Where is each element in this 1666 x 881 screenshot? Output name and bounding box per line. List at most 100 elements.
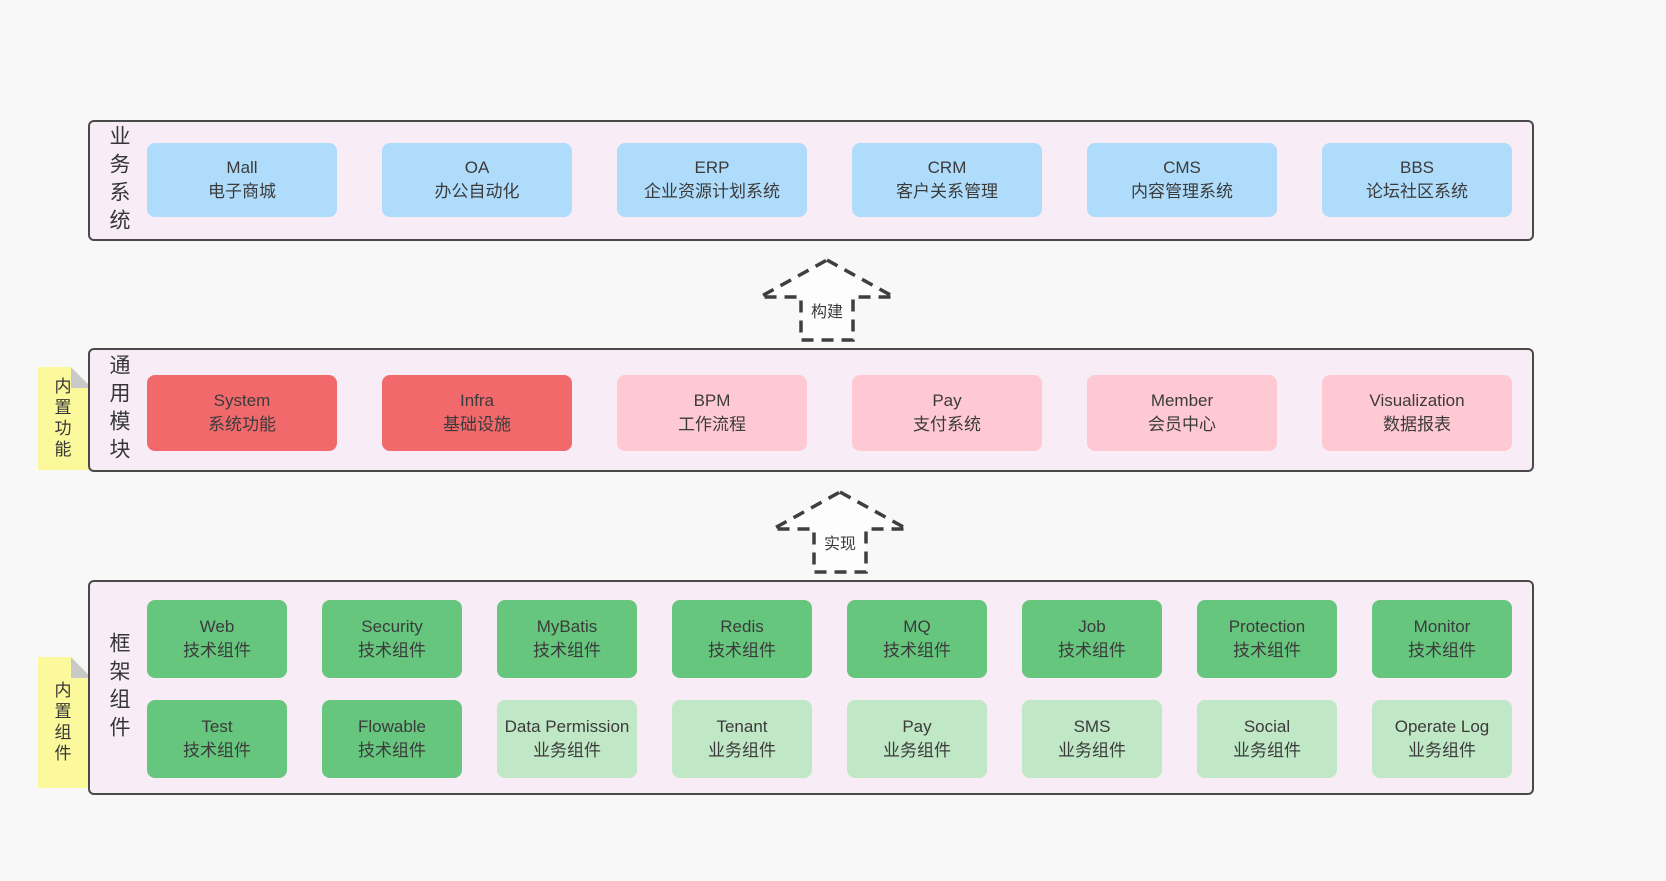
box-cms: CMS 内容管理系统 (1087, 143, 1277, 217)
box-protection: Protection 技术组件 (1197, 600, 1337, 678)
box-subtitle: 基础设施 (443, 415, 511, 434)
box-social: Social 业务组件 (1197, 700, 1337, 778)
box-subtitle: 技术组件 (708, 641, 776, 660)
layer-business-label: 业务系统 (107, 124, 130, 237)
box-title: Data Permission (504, 716, 630, 736)
box-subtitle: 数据报表 (1383, 415, 1451, 434)
layer-modules-label: 通用模块 (107, 354, 130, 466)
box-title: Protection (1228, 616, 1306, 636)
layer-components-label: 框架组件 (107, 631, 130, 744)
box-subtitle: 技术组件 (1408, 641, 1476, 660)
box-title: Test (201, 716, 233, 736)
box-infra: Infra 基础设施 (382, 375, 572, 451)
box-subtitle: 技术组件 (358, 741, 426, 760)
box-oa: OA 办公自动化 (382, 143, 572, 217)
components-box-row-1: Web 技术组件 Security 技术组件 MyBatis 技术组件 Redi… (147, 600, 1512, 678)
box-erp: ERP 企业资源计划系统 (617, 143, 807, 217)
sticky-tag-text: 内置组件 (51, 680, 71, 765)
box-subtitle: 业务组件 (533, 741, 601, 760)
box-mq: MQ 技术组件 (847, 600, 987, 678)
box-title: Member (1150, 390, 1214, 410)
box-subtitle: 内容管理系统 (1131, 182, 1233, 201)
box-subtitle: 支付系统 (913, 415, 981, 434)
box-subtitle: 电子商城 (208, 182, 276, 201)
box-title: Pay (932, 390, 962, 410)
box-subtitle: 业务组件 (883, 741, 951, 760)
box-bpm: BPM 工作流程 (617, 375, 807, 451)
box-title: Mall (226, 157, 258, 177)
box-job: Job 技术组件 (1022, 600, 1162, 678)
box-title: Visualization (1369, 390, 1465, 410)
layer-framework-components: 框架组件 Web 技术组件 Security 技术组件 MyBatis 技术组件… (88, 580, 1534, 795)
box-subtitle: 技术组件 (183, 741, 251, 760)
box-subtitle: 技术组件 (883, 641, 951, 660)
box-subtitle: 业务组件 (1058, 741, 1126, 760)
box-subtitle: 办公自动化 (434, 182, 520, 201)
box-title: ERP (694, 157, 730, 177)
sticky-tag-builtin-features: 内置功能 (38, 367, 92, 470)
box-flowable: Flowable 技术组件 (322, 700, 462, 778)
box-monitor: Monitor 技术组件 (1372, 600, 1512, 678)
box-subtitle: 企业资源计划系统 (644, 182, 780, 201)
box-title: Infra (459, 390, 495, 410)
box-test: Test 技术组件 (147, 700, 287, 778)
box-subtitle: 工作流程 (678, 415, 746, 434)
box-title: BPM (693, 390, 731, 410)
box-data-permission: Data Permission 业务组件 (497, 700, 637, 778)
arrow-implement-label: 实现 (819, 529, 861, 555)
box-title: CRM (927, 157, 967, 177)
box-system: System 系统功能 (147, 375, 337, 451)
box-web: Web 技术组件 (147, 600, 287, 678)
box-sms: SMS 业务组件 (1022, 700, 1162, 778)
box-title: System (213, 390, 271, 410)
sticky-tag-builtin-components: 内置组件 (38, 657, 92, 788)
box-mybatis: MyBatis 技术组件 (497, 600, 637, 678)
box-title: Redis (720, 616, 764, 636)
layer-common-modules: 通用模块 System 系统功能 Infra 基础设施 BPM 工作流程 Pay… (88, 348, 1534, 472)
box-subtitle: 技术组件 (1058, 641, 1126, 660)
arrow-up-implement-icon: 实现 (770, 489, 910, 575)
box-title: CMS (1163, 157, 1201, 177)
box-security: Security 技术组件 (322, 600, 462, 678)
box-operate-log: Operate Log 业务组件 (1372, 700, 1512, 778)
box-title: MyBatis (536, 616, 598, 636)
box-visualization: Visualization 数据报表 (1322, 375, 1512, 451)
box-title: SMS (1073, 716, 1111, 736)
box-title: Tenant (716, 716, 768, 736)
box-title: MQ (903, 616, 931, 636)
box-subtitle: 客户关系管理 (896, 182, 998, 201)
box-subtitle: 技术组件 (183, 641, 251, 660)
box-title: Operate Log (1394, 716, 1490, 736)
components-box-row-2: Test 技术组件 Flowable 技术组件 Data Permission … (147, 700, 1512, 778)
box-pay-module: Pay 支付系统 (852, 375, 1042, 451)
box-pay-component: Pay 业务组件 (847, 700, 987, 778)
box-subtitle: 系统功能 (208, 415, 276, 434)
box-subtitle: 业务组件 (708, 741, 776, 760)
box-title: BBS (1399, 157, 1435, 177)
box-bbs: BBS 论坛社区系统 (1322, 143, 1512, 217)
modules-box-row: System 系统功能 Infra 基础设施 BPM 工作流程 Pay 支付系统… (147, 375, 1512, 451)
box-title: Flowable (357, 716, 427, 736)
box-title: Web (199, 616, 235, 636)
box-subtitle: 论坛社区系统 (1366, 182, 1468, 201)
box-tenant: Tenant 业务组件 (672, 700, 812, 778)
box-subtitle: 技术组件 (358, 641, 426, 660)
box-subtitle: 技术组件 (533, 641, 601, 660)
box-title: Security (361, 616, 423, 636)
box-title: Monitor (1413, 616, 1471, 636)
layer-business-systems: 业务系统 Mall 电子商城 OA 办公自动化 ERP 企业资源计划系统 CRM… (88, 120, 1534, 241)
box-crm: CRM 客户关系管理 (852, 143, 1042, 217)
box-member: Member 会员中心 (1087, 375, 1277, 451)
sticky-tag-text: 内置功能 (51, 376, 71, 461)
box-subtitle: 技术组件 (1233, 641, 1301, 660)
box-title: Job (1078, 616, 1106, 636)
arrow-build-label: 构建 (806, 297, 848, 323)
box-subtitle: 会员中心 (1148, 415, 1216, 434)
box-title: OA (464, 157, 490, 177)
box-subtitle: 业务组件 (1408, 741, 1476, 760)
box-redis: Redis 技术组件 (672, 600, 812, 678)
arrow-up-build-icon: 构建 (757, 257, 897, 343)
business-box-row: Mall 电子商城 OA 办公自动化 ERP 企业资源计划系统 CRM 客户关系… (147, 143, 1512, 217)
box-subtitle: 业务组件 (1233, 741, 1301, 760)
